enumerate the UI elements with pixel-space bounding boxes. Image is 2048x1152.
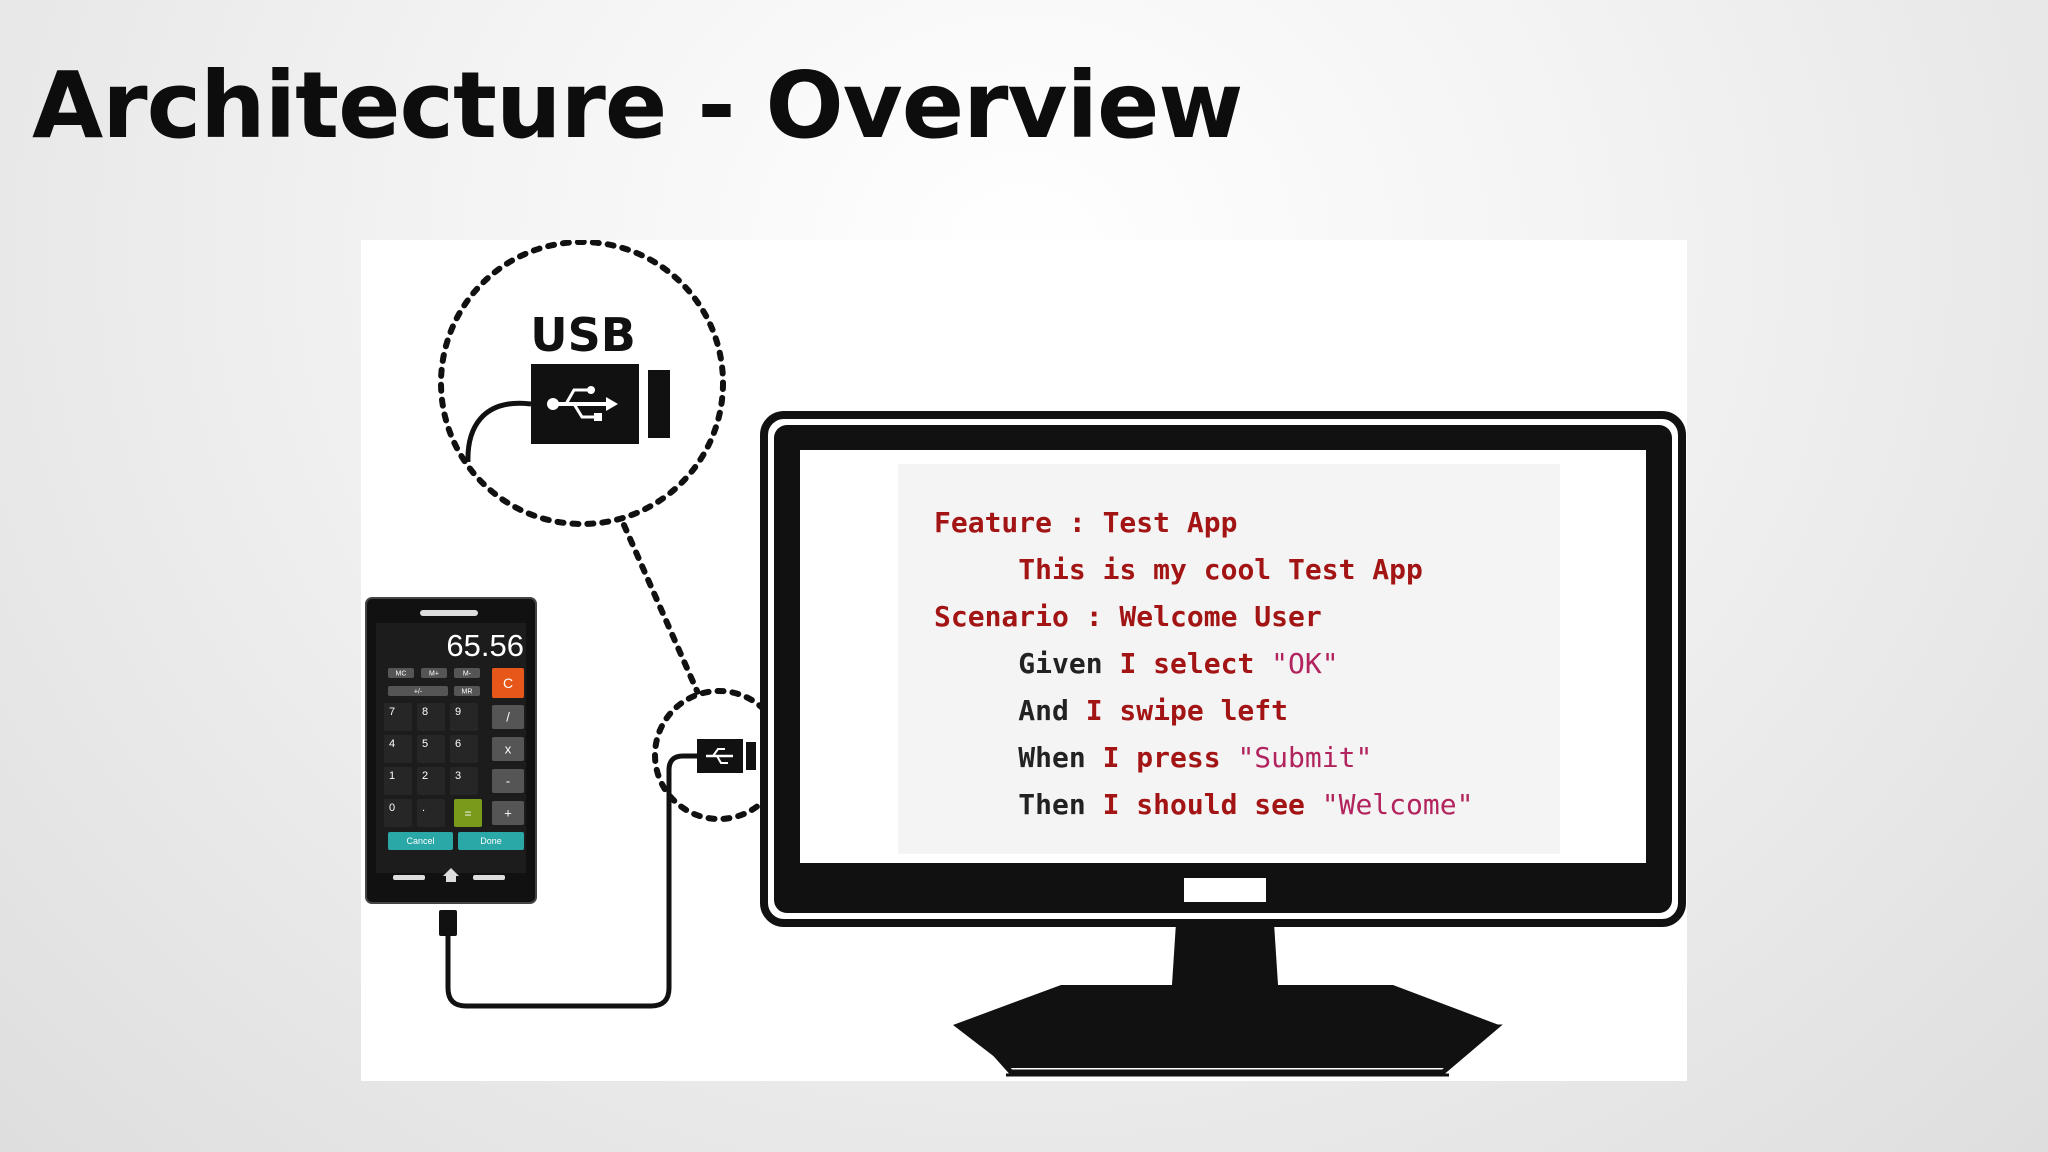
calculator-display: 65.56 bbox=[446, 628, 524, 663]
key-mr[interactable] bbox=[454, 686, 480, 696]
slide-title: Architecture - Overview bbox=[32, 52, 1243, 159]
cancel-button-label: Cancel bbox=[406, 836, 434, 846]
key-equals[interactable] bbox=[454, 799, 482, 827]
code-line-5-part-2: I swipe left bbox=[1086, 694, 1288, 727]
key-digit-label: 2 bbox=[422, 770, 428, 782]
key-plus[interactable] bbox=[492, 801, 524, 825]
diagram-canvas: USB 65.56 MC M+ M- +/- MR C 7 8 9 4 5 6 1 2 3 0. = / x - + Ca… bbox=[365, 240, 1686, 1077]
key-digit-5[interactable] bbox=[417, 735, 445, 763]
key-m-minus[interactable] bbox=[454, 668, 480, 678]
key-plus-minus-label: +/- bbox=[414, 689, 423, 696]
key-digit-label: 9 bbox=[455, 706, 461, 718]
key-digit-2[interactable] bbox=[417, 767, 445, 795]
phone: 65.56 MC M+ M- +/- MR C 7 8 9 4 5 6 1 2 3 0. = / x - + Cancel… bbox=[365, 597, 537, 904]
key-minus[interactable] bbox=[492, 769, 524, 793]
key-digit-4[interactable] bbox=[384, 735, 412, 763]
code-line-4-part-1: Given bbox=[934, 647, 1119, 680]
key-digit-label: 8 bbox=[422, 706, 428, 718]
code-line-5-part-1: And bbox=[934, 694, 1086, 727]
usb-connector-icon bbox=[697, 739, 756, 773]
key-digit-label: 5 bbox=[422, 738, 428, 750]
usb-cable bbox=[445, 753, 699, 1009]
usb-callout-cable bbox=[465, 400, 532, 463]
usb-label: USB bbox=[530, 308, 636, 362]
key-m-plus[interactable] bbox=[421, 668, 447, 678]
key-divide[interactable] bbox=[492, 705, 524, 729]
key-digit-label: 3 bbox=[455, 770, 461, 782]
key-mc-label: MC bbox=[396, 671, 407, 678]
key-multiply[interactable] bbox=[492, 737, 524, 761]
code-line-3-part-1: Scenario : Welcome User bbox=[934, 600, 1322, 633]
key-digit-1[interactable] bbox=[384, 767, 412, 795]
key-digit-0[interactable] bbox=[384, 799, 412, 827]
code-line-2-part-1 bbox=[934, 553, 1018, 586]
key-digit-9[interactable] bbox=[450, 703, 478, 731]
phone-cable-plug bbox=[439, 910, 457, 936]
code-line-4-part-2: I select bbox=[1119, 647, 1271, 680]
monitor-power-led bbox=[1184, 878, 1266, 902]
done-button[interactable] bbox=[458, 832, 524, 850]
key-digit-label: 6 bbox=[455, 738, 461, 750]
back-icon[interactable] bbox=[393, 875, 425, 880]
calculator-keypad: MC M+ M- +/- MR C 7 8 9 4 5 6 1 2 3 0. = / x - + Cancel Done bbox=[384, 668, 524, 850]
key-clear-label: C bbox=[503, 675, 513, 691]
gherkin-code: Feature : Test App This is my cool Test … bbox=[934, 506, 1473, 821]
menu-icon[interactable] bbox=[473, 875, 505, 880]
key-digit-label: 7 bbox=[389, 706, 395, 718]
key-digit-dot[interactable] bbox=[417, 799, 445, 827]
key-mr-label: MR bbox=[462, 689, 473, 696]
key-m-plus-label: M+ bbox=[429, 671, 439, 678]
code-line-7-part-3: "Welcome" bbox=[1322, 788, 1474, 821]
key-digit-label: 0 bbox=[389, 802, 395, 814]
key-m-minus-label: M- bbox=[463, 671, 472, 678]
callout-leader-line bbox=[621, 522, 704, 703]
key-digit-label: . bbox=[422, 802, 425, 814]
key-digit-label: 1 bbox=[389, 770, 395, 782]
key-digit-6[interactable] bbox=[450, 735, 478, 763]
key-plus-label: + bbox=[504, 806, 512, 821]
key-minus-label: - bbox=[506, 774, 510, 789]
code-line-7-part-1: Then bbox=[934, 788, 1103, 821]
code-line-6-part-2: I press bbox=[1103, 741, 1238, 774]
key-digit-label: 4 bbox=[389, 738, 395, 750]
code-line-1-part-1: Feature : Test App bbox=[934, 506, 1237, 539]
home-icon[interactable] bbox=[443, 868, 459, 882]
key-clear[interactable] bbox=[492, 668, 524, 698]
key-mc[interactable] bbox=[388, 668, 414, 678]
key-digit-8[interactable] bbox=[417, 703, 445, 731]
key-digit-3[interactable] bbox=[450, 767, 478, 795]
cancel-button[interactable] bbox=[388, 832, 453, 850]
key-equals-label: = bbox=[464, 806, 471, 820]
key-multiply-label: x bbox=[505, 742, 512, 757]
key-digit-7[interactable] bbox=[384, 703, 412, 731]
code-line-6-part-1: When bbox=[934, 741, 1103, 774]
code-box bbox=[898, 464, 1560, 854]
done-button-label: Done bbox=[480, 836, 502, 846]
code-line-4-part-3: "OK" bbox=[1271, 647, 1338, 680]
code-line-2-part-2: This is my cool Test App bbox=[1018, 553, 1423, 586]
architecture-diagram: USB 65.56 MC M+ M- +/- MR C 7 8 9 4 5 6 1 2 3 0. = / x - + Ca… bbox=[361, 240, 1687, 1081]
key-plus-minus[interactable] bbox=[388, 686, 448, 696]
usb-plug-icon bbox=[531, 364, 670, 444]
code-line-6-part-3: "Submit" bbox=[1237, 741, 1372, 774]
key-divide-label: / bbox=[506, 710, 510, 725]
code-line-7-part-2: I should see bbox=[1103, 788, 1322, 821]
